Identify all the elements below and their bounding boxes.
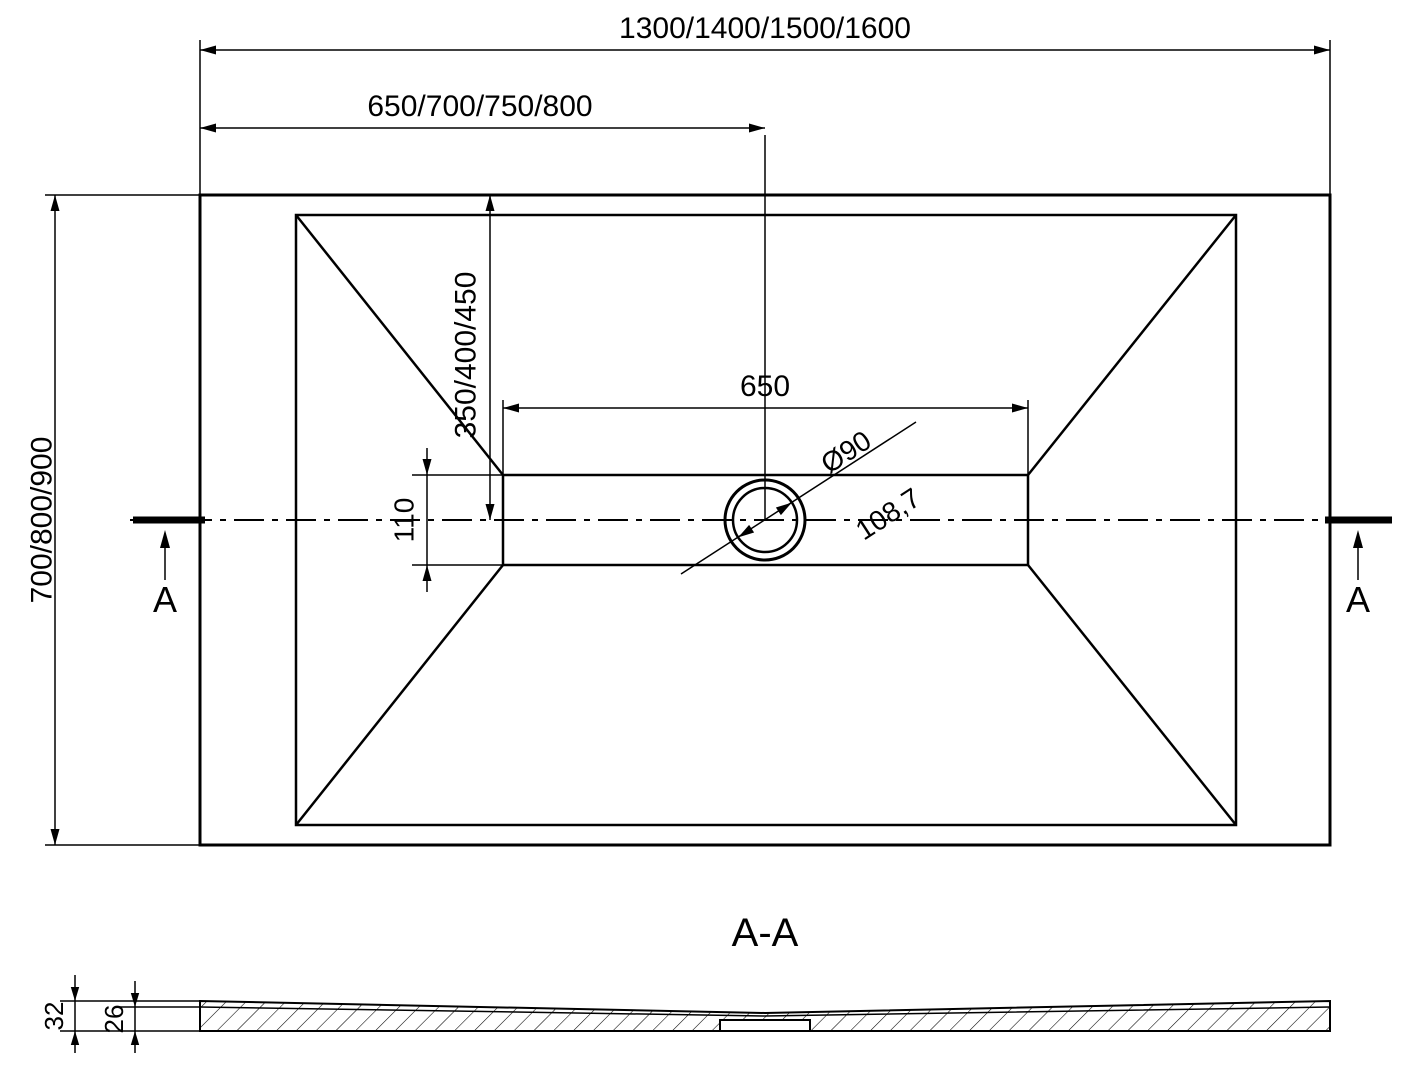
section-arrow-right [1353,530,1363,548]
slope-diagonal-bottom-right [1027,564,1237,826]
dimension-lines [54,49,1359,845]
section-view: A-A 32 26 [39,911,1331,1053]
section-title: A-A [732,911,799,955]
section-inner-surface [199,1006,1331,1017]
overall-width-label: 1300/1400/1500/1600 [619,12,911,45]
extension-lines [45,40,1331,846]
section-letter-right: A [1346,579,1370,620]
base-thickness-label: 26 [99,1005,129,1034]
section-letter-left: A [153,579,177,620]
section-extension-lines [60,1000,200,1032]
top-view: 1300/1400/1500/1600 650/700/750/800 700/… [26,12,1392,847]
top-view-labels: 1300/1400/1500/1600 650/700/750/800 700/… [26,12,1371,620]
width-to-drain-label: 650/700/750/800 [367,90,592,123]
total-thickness-label: 32 [39,1002,69,1031]
overall-depth-label: 700/800/900 [26,437,59,604]
section-arrow-left [160,530,170,548]
slope-diagonal-bottom-left [295,564,504,826]
section-labels: 32 26 [39,1002,129,1034]
section-drain-recess [719,1019,811,1032]
depth-to-drain-label: 350/400/450 [450,272,483,439]
slope-diagonal-top-right [1027,214,1237,476]
channel-length-label: 650 [740,370,790,403]
drain-outer-dim-label: 108,7 [850,482,926,546]
section-arrowheads [70,987,140,1045]
slope-diagonal-top-left [295,214,504,476]
drain-diameter-leader [680,421,917,575]
drain-diameter-label: Ø90 [815,425,876,480]
channel-width-label: 110 [389,498,420,543]
arrowheads [50,45,1363,845]
